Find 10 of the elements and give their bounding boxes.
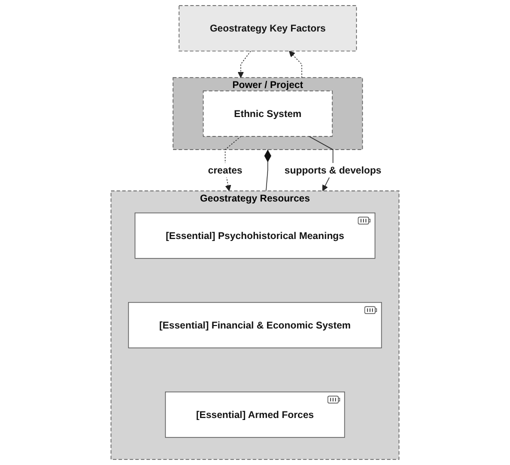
node-box: Geostrategy Key Factors <box>178 5 357 52</box>
connector <box>264 149 272 192</box>
arrow <box>238 50 252 78</box>
node-box: Ethnic System <box>202 90 333 137</box>
node-box: [Essential] Armed Forces <box>165 392 345 438</box>
node-box: [Essential] Financial & Economic System <box>128 302 382 348</box>
edge-label: creates <box>208 164 242 176</box>
arrow <box>288 50 302 78</box>
node-box: [Essential] Psychohistorical Meanings <box>134 212 376 259</box>
edge-label: supports & develops <box>284 164 382 176</box>
